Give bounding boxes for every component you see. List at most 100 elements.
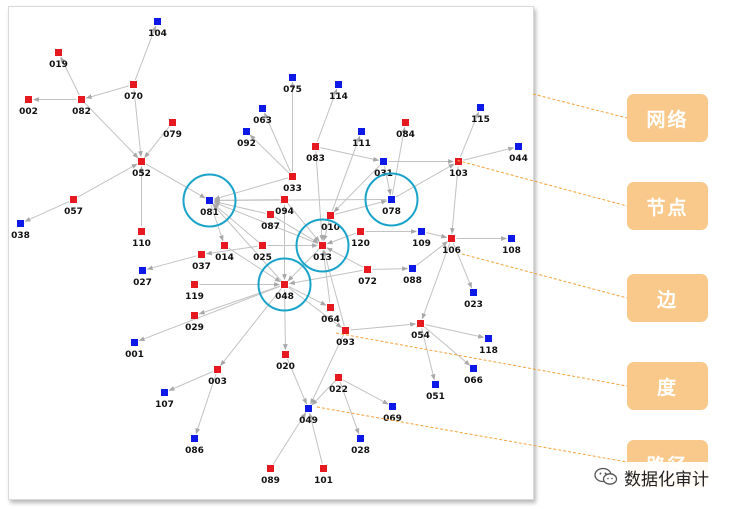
node-010[interactable]: [327, 212, 334, 219]
node-057[interactable]: [70, 196, 77, 203]
node-051[interactable]: [432, 381, 439, 388]
node-064[interactable]: [327, 304, 334, 311]
node-120[interactable]: [357, 228, 364, 235]
edge-072-088: [372, 266, 409, 272]
node-label-079: 079: [163, 130, 182, 140]
node-075[interactable]: [289, 74, 296, 81]
node-115[interactable]: [477, 104, 484, 111]
node-072[interactable]: [364, 266, 371, 273]
node-020[interactable]: [282, 351, 289, 358]
edge-031-010: [333, 164, 381, 213]
node-031[interactable]: [380, 158, 387, 165]
node-019[interactable]: [55, 49, 62, 56]
node-079[interactable]: [169, 119, 176, 126]
node-094[interactable]: [281, 196, 288, 203]
node-114[interactable]: [335, 81, 342, 88]
node-086[interactable]: [191, 435, 198, 442]
node-label-094: 094: [275, 207, 294, 217]
node-038[interactable]: [17, 220, 24, 227]
node-label-078: 078: [382, 207, 401, 217]
edge-103-044: [463, 146, 515, 161]
node-093[interactable]: [342, 327, 349, 334]
node-014[interactable]: [221, 242, 228, 249]
node-label-111: 111: [352, 139, 371, 149]
node-111[interactable]: [358, 128, 365, 135]
node-037[interactable]: [198, 251, 205, 258]
node-108[interactable]: [508, 235, 515, 242]
edge-003-107: [168, 371, 214, 391]
node-022[interactable]: [335, 374, 342, 381]
node-013[interactable]: [319, 242, 326, 249]
node-070[interactable]: [130, 81, 137, 88]
highlight-circle-048: [257, 257, 312, 312]
edge-082-052: [84, 102, 139, 159]
highlight-circle-081: [182, 173, 237, 228]
node-025[interactable]: [259, 242, 266, 249]
node-054[interactable]: [417, 320, 424, 327]
node-084[interactable]: [402, 119, 409, 126]
node-063[interactable]: [259, 105, 266, 112]
node-002[interactable]: [25, 96, 32, 103]
node-103[interactable]: [455, 158, 462, 165]
node-083[interactable]: [312, 143, 319, 150]
highlight-circle-078: [364, 172, 419, 227]
node-001[interactable]: [131, 339, 138, 346]
node-label-002: 002: [19, 107, 38, 117]
node-label-086: 086: [185, 446, 204, 456]
node-label-115: 115: [471, 115, 490, 125]
node-label-110: 110: [132, 239, 151, 249]
watermark-text: 数据化审计: [624, 469, 709, 490]
node-052[interactable]: [138, 158, 145, 165]
node-048[interactable]: [281, 281, 288, 288]
edge-070-104: [134, 25, 157, 81]
node-087[interactable]: [267, 211, 274, 218]
node-101[interactable]: [320, 465, 327, 472]
node-066[interactable]: [470, 365, 477, 372]
node-069[interactable]: [389, 403, 396, 410]
node-044[interactable]: [515, 143, 522, 150]
node-label-010: 010: [321, 223, 340, 233]
node-003[interactable]: [214, 366, 221, 373]
node-082[interactable]: [78, 96, 85, 103]
node-029[interactable]: [191, 312, 198, 319]
node-label-020: 020: [276, 362, 295, 372]
leader-line-network: [532, 93, 628, 119]
node-label-054: 054: [411, 331, 430, 341]
node-104[interactable]: [154, 18, 161, 25]
edge-048-029: [198, 285, 280, 315]
node-label-014: 014: [215, 253, 234, 263]
node-119[interactable]: [191, 281, 198, 288]
node-081[interactable]: [206, 197, 213, 204]
node-106[interactable]: [448, 235, 455, 242]
node-110[interactable]: [138, 228, 145, 235]
node-label-069: 069: [383, 414, 402, 424]
node-107[interactable]: [161, 389, 168, 396]
edge-022-049: [311, 380, 336, 406]
edge-078-081: [213, 198, 387, 203]
edge-013-048: [287, 248, 320, 282]
node-092[interactable]: [243, 128, 250, 135]
node-089[interactable]: [267, 465, 274, 472]
node-033[interactable]: [289, 173, 296, 180]
wechat-icon: [594, 467, 618, 485]
node-label-044: 044: [509, 154, 528, 164]
node-118[interactable]: [485, 335, 492, 342]
node-049[interactable]: [305, 405, 312, 412]
node-109[interactable]: [418, 228, 425, 235]
node-label-049: 049: [299, 416, 318, 426]
edge-033-081: [213, 177, 288, 200]
node-027[interactable]: [139, 267, 146, 274]
node-028[interactable]: [357, 435, 364, 442]
edge-010-013: [322, 220, 330, 242]
edge-093-013: [322, 249, 345, 326]
node-label-084: 084: [396, 130, 415, 140]
node-label-063: 063: [253, 116, 272, 126]
node-088[interactable]: [409, 265, 416, 272]
node-label-106: 106: [442, 246, 461, 256]
node-label-108: 108: [502, 246, 521, 256]
node-078[interactable]: [388, 196, 395, 203]
node-023[interactable]: [470, 289, 477, 296]
node-label-019: 019: [49, 60, 68, 70]
edge-048-001: [138, 285, 281, 342]
